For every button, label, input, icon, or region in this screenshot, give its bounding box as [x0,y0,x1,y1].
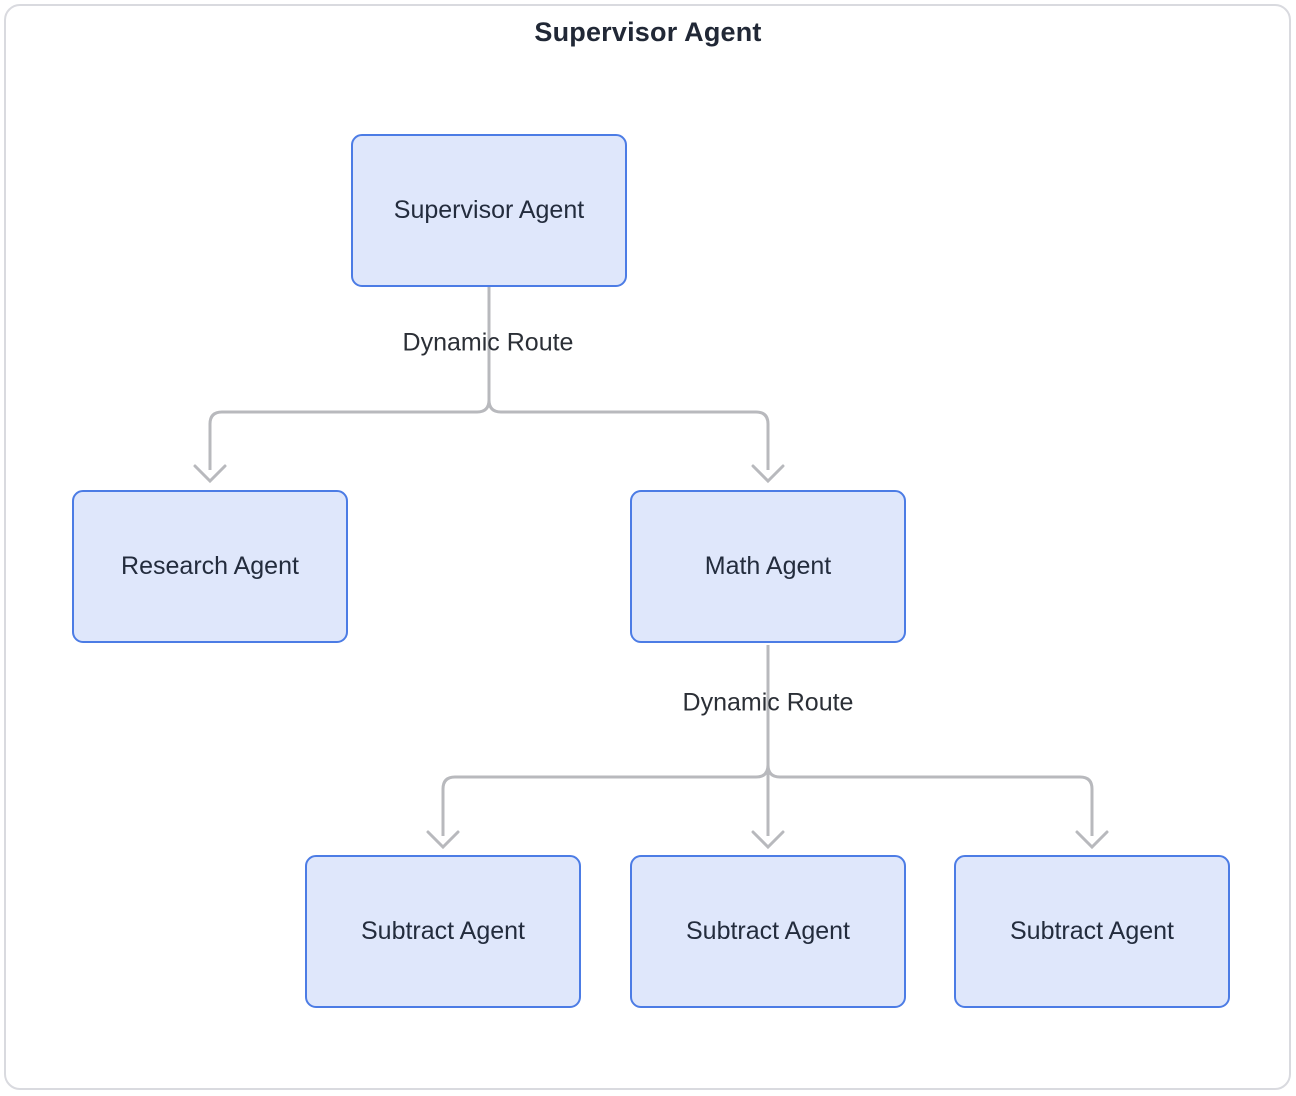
node-research-agent: Research Agent [72,490,348,643]
arrowhead-research [193,464,227,484]
diagram-title: Supervisor Agent [534,17,762,47]
edge-label-dynamic-route-math: Dynamic Route [682,688,854,717]
edge-math-subtract-1 [441,645,770,836]
arrowhead-subtract-2 [751,830,785,850]
arrowhead-subtract-3 [1075,830,1109,850]
edge-supervisor-research [208,287,491,470]
edge-supervisor-math [487,287,770,470]
node-subtract-agent-3: Subtract Agent [954,855,1230,1008]
arrowhead-subtract-1 [426,830,460,850]
node-subtract-agent-1: Subtract Agent [305,855,581,1008]
arrowhead-math [751,464,785,484]
node-subtract-agent-2: Subtract Agent [630,855,906,1008]
edge-math-subtract-3 [766,645,1094,836]
node-math-agent: Math Agent [630,490,906,643]
edge-label-dynamic-route-supervisor: Dynamic Route [402,328,574,357]
node-supervisor-agent: Supervisor Agent [351,134,627,287]
